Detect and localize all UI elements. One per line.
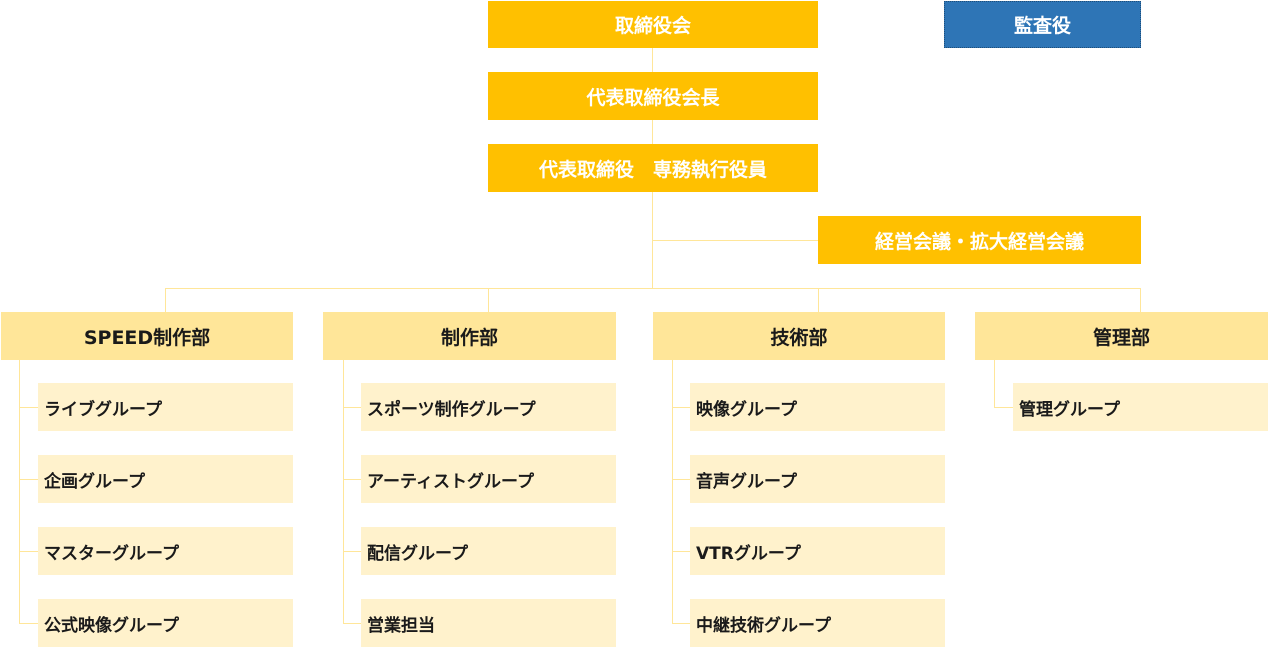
department-speed: SPEED制作部 [1,312,293,360]
connector-branch [19,407,38,408]
group-box: マスターグループ [38,527,293,575]
connector-dept-2 [488,288,489,312]
connector-trunk-1 [19,360,20,623]
connector-branch [19,479,38,480]
connector-branch [994,407,1013,408]
connector-branch [672,407,690,408]
connector-branch [19,551,38,552]
group-box: 配信グループ [361,527,616,575]
group-box: VTRグループ [690,527,945,575]
connector-trunk-2 [343,360,344,623]
group-box: ライブグループ [38,383,293,431]
chairman-box: 代表取締役会長 [488,72,818,120]
connector-branch [343,623,361,624]
department-technology: 技術部 [653,312,945,360]
connector-dept-3 [818,288,819,312]
connector-branch [672,551,690,552]
connector-branch [19,623,38,624]
department-production: 制作部 [323,312,616,360]
group-box: スポーツ制作グループ [361,383,616,431]
management-meeting-box: 経営会議・拡大経営会議 [818,216,1141,264]
group-box: 中継技術グループ [690,599,945,647]
group-box: 管理グループ [1013,383,1268,431]
connector-dept-1 [165,288,166,312]
group-box: 映像グループ [690,383,945,431]
president-box: 代表取締役 専務執行役員 [488,144,818,192]
connector-trunk-4 [994,360,995,407]
connector-branch [343,479,361,480]
board-box: 取締役会 [488,1,818,48]
auditor-box: 監査役 [944,1,1141,48]
connector-meeting [652,240,818,241]
connector-dept-horizontal [165,288,1141,289]
group-box: 企画グループ [38,455,293,503]
group-box: 公式映像グループ [38,599,293,647]
group-box: アーティストグループ [361,455,616,503]
department-administration: 管理部 [975,312,1268,360]
group-box: 音声グループ [690,455,945,503]
connector-branch [672,479,690,480]
connector-trunk-3 [672,360,673,623]
connector-branch [343,551,361,552]
connector-branch [672,623,690,624]
connector-dept-4 [1140,288,1141,312]
connector-branch [343,407,361,408]
group-box: 営業担当 [361,599,616,647]
